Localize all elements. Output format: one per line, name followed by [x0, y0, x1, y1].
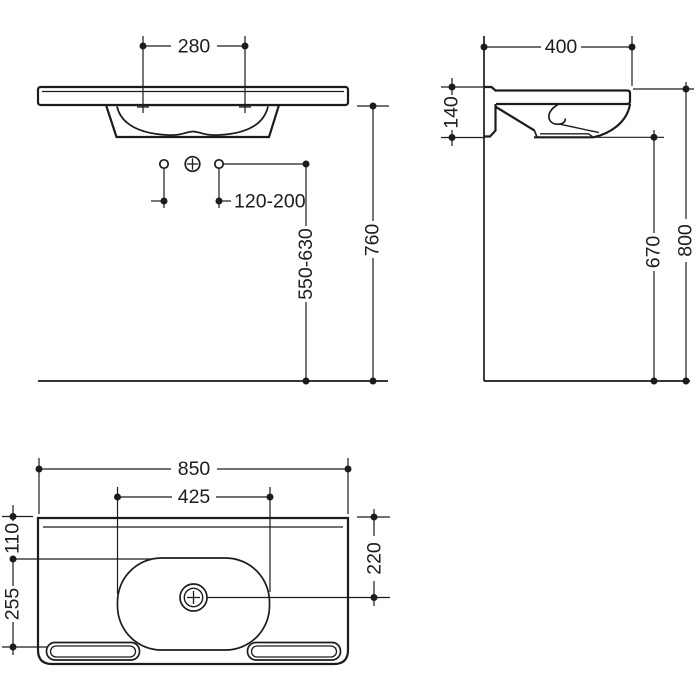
fixing-hole-right	[213, 158, 225, 170]
dim-dot	[9, 643, 17, 651]
dim-label-255: 255	[2, 588, 24, 621]
dim-label-220: 220	[364, 542, 386, 575]
grip-slot-right	[246, 641, 342, 661]
plate-left-edge	[533, 130, 538, 138]
dim-dot	[480, 43, 488, 51]
dim-body-height: 140	[441, 78, 484, 146]
dim-dot	[35, 465, 43, 473]
dim-label-400: 400	[545, 36, 578, 58]
dim-dot	[448, 83, 456, 91]
bowl-bottom-plate	[533, 130, 594, 139]
bowl-inner-curve-side	[559, 123, 600, 134]
dim-label-800: 800	[675, 224, 697, 257]
countertop-side-profile	[484, 85, 632, 106]
overflow-hook-curve	[548, 103, 567, 126]
dim-tap-hole-centres: 280	[139, 36, 249, 113]
dim-dot	[682, 377, 690, 385]
countertop-front	[36, 85, 350, 107]
grip-slot-left-outer	[45, 641, 141, 661]
grip-slot-right-inner	[250, 645, 338, 658]
dim-fixing-hole-range: 120-200	[151, 168, 306, 213]
front-view: 280 120-200 550-630 76	[36, 36, 389, 385]
side-view: 400 140 670 800	[441, 36, 697, 385]
dim-dot	[370, 594, 378, 601]
drain-inner-circle-plan	[183, 587, 204, 608]
dim-dot	[114, 493, 121, 501]
grip-slot-right-outer	[246, 641, 342, 661]
dim-dot	[302, 160, 310, 168]
dim-drain-setback: 220	[207, 509, 390, 606]
dim-rim-height-front: 760	[357, 102, 389, 385]
dim-label-550-630: 550-630	[295, 228, 317, 300]
dim-dot	[370, 513, 378, 521]
dim-label-280: 280	[178, 36, 211, 58]
dim-label-425: 425	[178, 486, 211, 508]
dim-depth: 400	[480, 36, 636, 86]
dim-label-120-200: 120-200	[234, 191, 306, 213]
dim-dot	[139, 42, 147, 50]
dim-label-110: 110	[2, 523, 24, 554]
grip-slot-left	[45, 641, 141, 661]
basin-underside-diagonal	[495, 106, 536, 132]
wall-bracket-profile	[484, 104, 497, 138]
bowl-outer-curve-side	[593, 103, 632, 139]
dim-bowl-width: 425	[114, 486, 274, 594]
drain-circle-front	[184, 155, 201, 173]
drain-symbol-front	[184, 155, 201, 173]
plate-right-edge	[588, 133, 594, 138]
dim-dot	[9, 513, 17, 520]
dim-dot	[266, 493, 274, 501]
dim-dot	[302, 377, 310, 385]
dim-fixing-height-range: 550-630	[224, 160, 317, 385]
dim-dot	[369, 377, 377, 385]
fixing-hole-left	[158, 158, 170, 170]
dim-dot	[369, 102, 377, 110]
dim-left-column: 110 255	[2, 505, 152, 655]
dim-dot	[628, 43, 636, 51]
drain-symbol-plan	[179, 583, 208, 612]
dim-underside-height: 670	[595, 130, 665, 385]
dim-dot	[160, 197, 168, 205]
dim-dot	[650, 377, 658, 385]
grip-slot-left-inner	[49, 645, 137, 658]
dim-label-850: 850	[178, 458, 211, 480]
dim-dot	[650, 133, 658, 141]
dim-label-140: 140	[441, 96, 463, 129]
dim-overall-width: 850	[35, 458, 352, 514]
dim-dot	[241, 42, 249, 50]
dim-dot	[9, 555, 17, 563]
dim-dot	[215, 197, 223, 205]
dim-label-760: 760	[362, 224, 384, 257]
dim-label-670: 670	[643, 236, 665, 269]
plan-view: 850 425 110 255	[2, 458, 390, 666]
dim-dot	[344, 465, 352, 473]
dim-dot	[448, 134, 456, 141]
dim-dot	[682, 85, 690, 93]
bowl-curve-front	[116, 106, 269, 136]
dim-surface-height: 800	[633, 82, 697, 385]
